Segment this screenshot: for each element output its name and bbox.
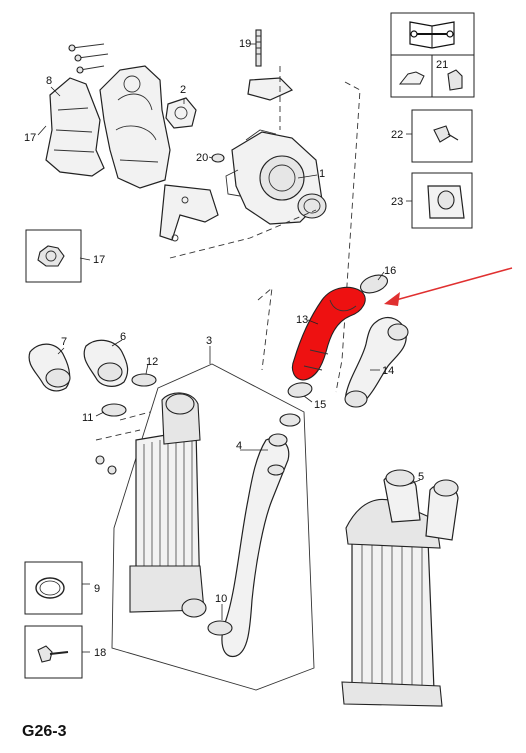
callout-18: 18: [94, 647, 106, 659]
page-code: G26-3: [22, 723, 67, 740]
highlighted-hose-13: [291, 286, 366, 381]
intake-hose-group: [287, 267, 513, 408]
callout-9: 9: [94, 583, 100, 595]
callout-3: 3: [206, 335, 212, 347]
callout-8: 8: [46, 75, 52, 87]
intercooler-5: [341, 469, 459, 707]
callout-23: 23: [391, 196, 403, 208]
callout-17-a: 17: [24, 132, 36, 144]
leader-lines: [37, 43, 421, 653]
callout-7: 7: [61, 336, 67, 348]
exhaust-manifold-group: [45, 29, 361, 393]
callout-22: 22: [391, 129, 403, 141]
callout-21: 21: [436, 59, 448, 71]
callout-17-b: 17: [93, 254, 105, 266]
callout-4: 4: [236, 440, 242, 452]
callout-labels: 1 2 3 4 5 6 7 8 9 10 11 12 13 14 15 16 1…: [24, 38, 448, 659]
inset-boxes: [24, 12, 475, 679]
callout-11: 11: [82, 412, 93, 424]
callout-13: 13: [296, 314, 308, 326]
callout-16: 16: [384, 265, 396, 277]
callout-19: 19: [239, 38, 251, 50]
callout-1: 1: [319, 168, 325, 180]
intercooler-assembly-3: [111, 363, 315, 691]
pipes-left-group: [28, 339, 157, 475]
oil-can-icon: [398, 71, 425, 85]
callout-10: 10: [215, 593, 227, 605]
open-book-wrench-icon: [409, 21, 455, 49]
callout-2: 2: [180, 84, 186, 96]
callout-20: 20: [196, 152, 208, 164]
callout-12: 12: [146, 356, 158, 368]
callout-6: 6: [120, 331, 126, 343]
callout-5: 5: [418, 471, 424, 483]
callout-15: 15: [314, 399, 326, 411]
callout-14: 14: [382, 365, 394, 377]
highlight-arrow: [395, 267, 513, 301]
